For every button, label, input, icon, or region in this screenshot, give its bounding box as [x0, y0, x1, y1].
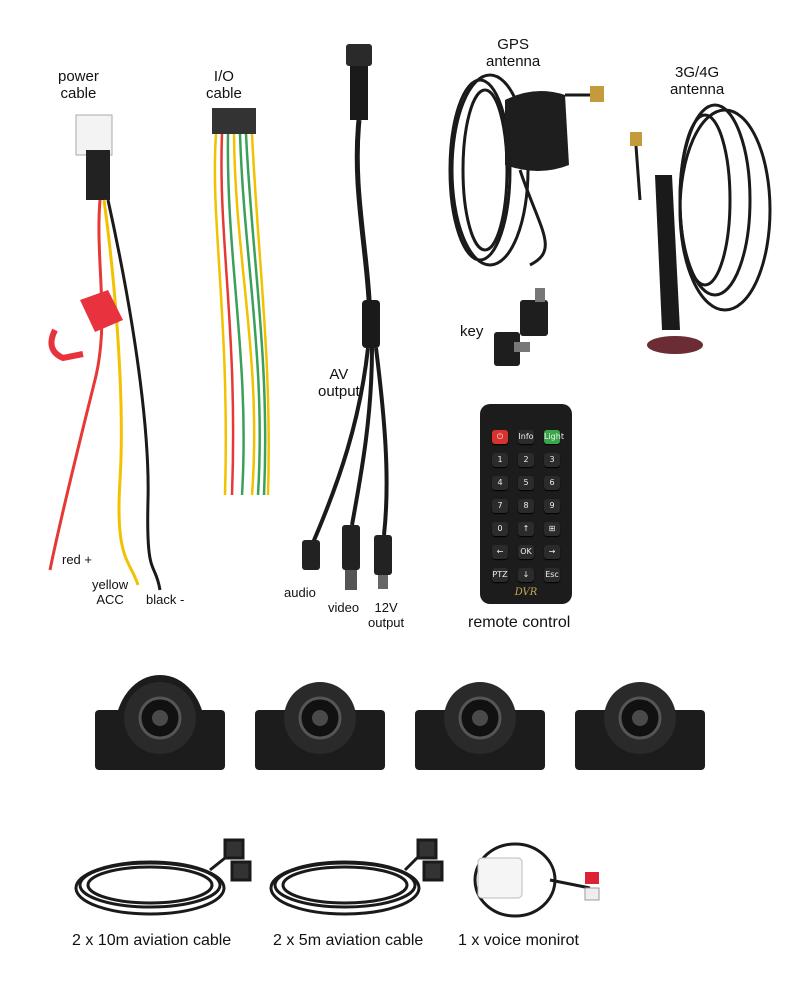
remote-key: 0: [492, 522, 508, 536]
remote-key: OK: [518, 545, 534, 559]
label-remote-control: remote control: [468, 614, 571, 631]
label-power-cable: power cable: [58, 68, 99, 102]
label-cable: cable: [60, 85, 97, 102]
power-cable-art: [48, 114, 162, 591]
label-black-wire: black -: [146, 592, 185, 607]
label-12v-output-word: output: [368, 615, 405, 630]
label-io-cable: I/O cable: [206, 68, 242, 102]
remote-key: ⏻: [492, 430, 508, 444]
aviation-cable-10m-art: [74, 838, 252, 916]
io-cable-art: [212, 108, 270, 496]
label-voice-monitor: 1 x voice monirot: [458, 932, 579, 949]
label-red-wire: red +: [62, 552, 92, 567]
remote-key: 8: [518, 499, 534, 513]
label-12v-output: 12V output: [368, 600, 404, 630]
remote-key: 9: [544, 499, 560, 513]
remote-key: ⊞: [544, 522, 560, 536]
remote-key: Esc: [544, 568, 560, 582]
remote-key: ↓: [518, 568, 534, 582]
remote-brand: DVR: [514, 587, 538, 598]
gps-antenna-art: [448, 73, 604, 267]
remote-key: ←: [492, 545, 508, 559]
aviation-cable-5m-art: [269, 838, 444, 916]
label-audio: audio: [284, 585, 316, 600]
label-video: video: [328, 600, 360, 615]
remote-key: 3: [544, 453, 560, 467]
label-10m-cable: 2 x 10m aviation cable: [72, 932, 232, 949]
remote-key: 1: [492, 453, 508, 467]
label-av-output-word: output: [318, 383, 360, 400]
label-lte-antenna-word: antenna: [670, 81, 725, 98]
label-12v: 12V: [374, 600, 398, 615]
label-av-output: AV output: [318, 366, 360, 400]
voice-monitor-art: [473, 842, 600, 918]
remote-key: 7: [492, 499, 508, 513]
label-lte-antenna: 3G/4G antenna: [670, 64, 724, 98]
label-gps-antenna-word: antenna: [486, 53, 541, 70]
camera-art: [95, 675, 705, 770]
label-yellow-wire: yellow ACC: [92, 577, 128, 607]
remote-key: 6: [544, 476, 560, 490]
label-gps-antenna: GPS antenna: [486, 36, 540, 70]
label-av: AV: [329, 366, 349, 383]
remote-key: PTZ: [492, 568, 508, 582]
remote-key: →: [544, 545, 560, 559]
label-acc: ACC: [96, 592, 124, 607]
label-yellow: yellow: [92, 577, 129, 592]
remote-key: 2: [518, 453, 534, 467]
label-5m-cable: 2 x 5m aviation cable: [273, 932, 424, 949]
label-lte: 3G/4G: [675, 64, 720, 81]
label-io-cable-word: cable: [206, 85, 242, 102]
label-io: I/O: [213, 68, 234, 85]
keys-art: [494, 288, 548, 366]
av-cable-art: [302, 44, 392, 590]
label-key: key: [460, 323, 484, 340]
remote-key: 5: [518, 476, 534, 490]
label-power: power: [58, 68, 99, 85]
remote-key: Light: [544, 430, 564, 444]
label-gps: GPS: [497, 36, 529, 53]
remote-key: Info: [518, 430, 534, 444]
remote-key: ↑: [518, 522, 534, 536]
remote-key: 4: [492, 476, 508, 490]
lte-antenna-art: [630, 103, 772, 354]
